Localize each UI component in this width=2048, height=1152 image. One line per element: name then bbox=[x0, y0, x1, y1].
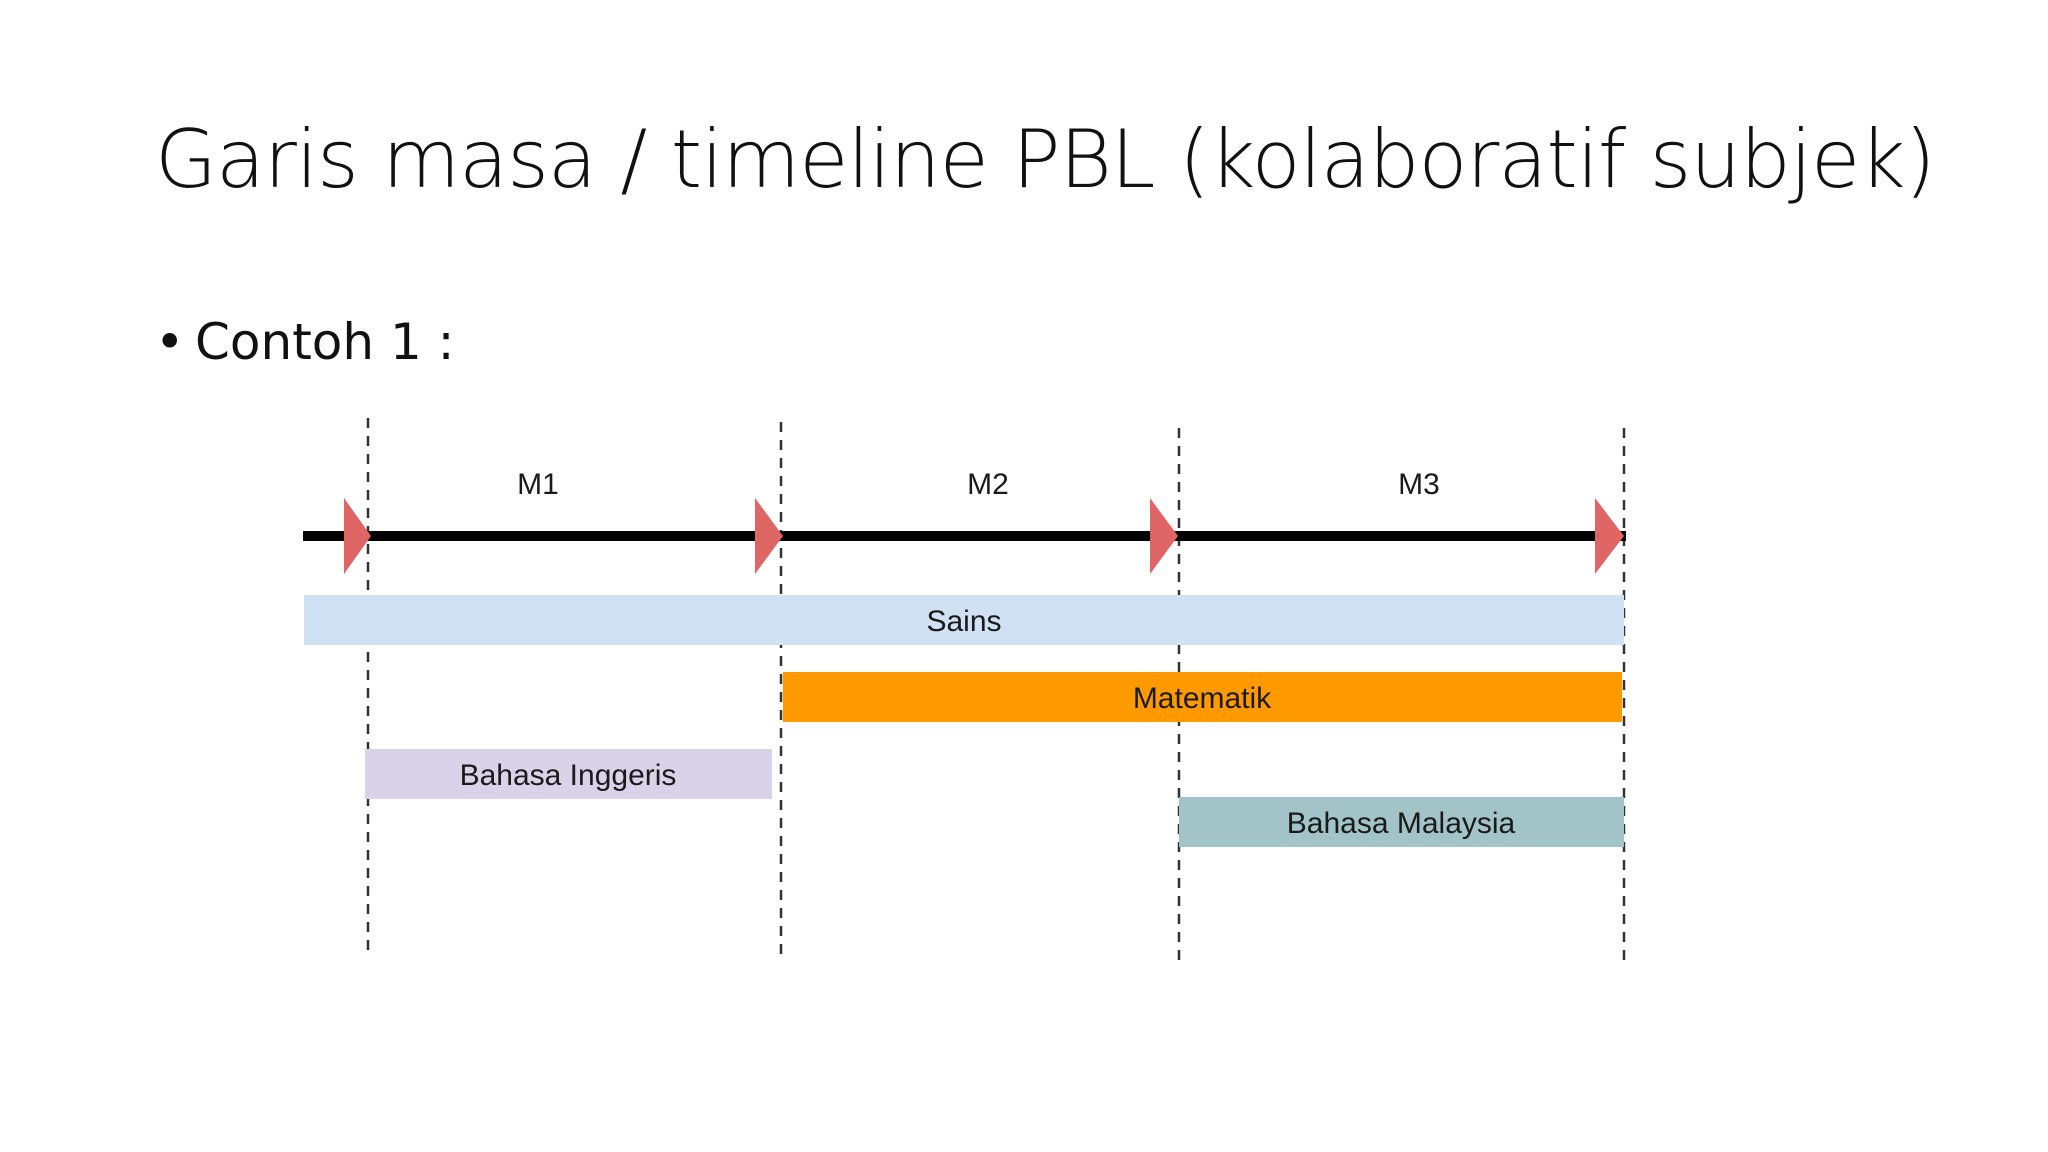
bar-label-matematik: Matematik bbox=[1133, 682, 1272, 715]
bar-matematik bbox=[783, 672, 1622, 722]
bar-label-sains: Sains bbox=[926, 605, 1001, 638]
milestone-marker-4 bbox=[1595, 498, 1624, 574]
milestone-label-m2: M2 bbox=[967, 468, 1009, 501]
bar-label-bahasa-malaysia: Bahasa Malaysia bbox=[1287, 807, 1516, 840]
slide-title: Garis masa / timeline PBL (kolaboratif s… bbox=[155, 113, 1936, 206]
bullet-dot-icon: • bbox=[155, 313, 185, 371]
milestone-marker-1 bbox=[344, 498, 371, 574]
bar-bahasa-inggeris bbox=[365, 749, 772, 799]
milestone-label-m1: M1 bbox=[517, 468, 559, 501]
bullet-item: •Contoh 1 : bbox=[155, 312, 455, 372]
bar-sains bbox=[304, 595, 1624, 645]
milestone-label-m3: M3 bbox=[1398, 468, 1440, 501]
bar-label-bahasa-inggeris: Bahasa Inggeris bbox=[460, 759, 677, 792]
milestone-marker-2 bbox=[755, 498, 783, 574]
bar-bahasa-malaysia bbox=[1179, 797, 1624, 847]
milestone-marker-3 bbox=[1150, 498, 1178, 574]
bullet-text: Contoh 1 : bbox=[195, 313, 455, 371]
